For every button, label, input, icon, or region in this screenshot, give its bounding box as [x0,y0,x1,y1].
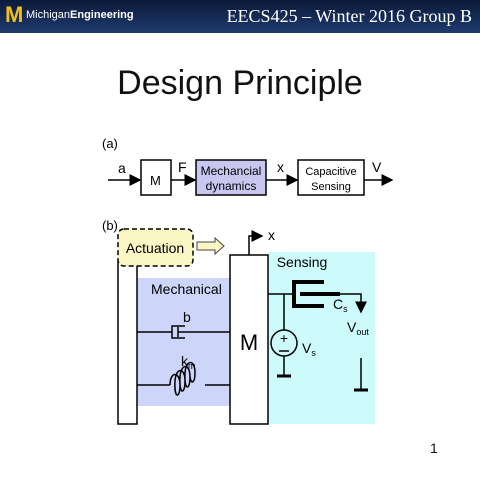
dynamics-label-2: dynamics [206,179,257,193]
signal-force: F [178,159,187,175]
dynamics-label-1: Mechancial [201,164,262,178]
damper-icon [171,325,185,339]
mechanical-label: Mechanical [151,281,222,297]
actuation-box [117,228,194,267]
cap-label: Cs [333,296,348,314]
vout-label: Vout [347,319,369,337]
signal-v: V [372,159,382,175]
vs-label: Vs [302,340,316,358]
mass-label-a: M [150,173,161,188]
mass-label-b: M [240,330,258,355]
signal-x: x [277,159,284,175]
vout-lead [340,293,367,314]
capacitor-icon [292,280,324,308]
mass-block-b [229,254,269,425]
actuation-label: Actuation [126,240,184,256]
frame-wall [117,261,138,425]
spring-label: km [181,353,196,371]
course-title: EECS425 – Winter 2016 Group B [226,6,472,26]
dynamics-block [195,159,267,196]
header-bar: M MichiganEngineering EECS425 – Winter 2… [0,0,480,33]
actuation-arrow-icon [196,236,225,256]
x-arrow [248,230,264,255]
label-a: (a) [102,136,118,151]
slide-title: Design Principle [117,64,363,102]
logo-text: MichiganEngineering [26,9,134,21]
label-b: (b) [102,218,118,233]
michigan-logo-icon: M [5,2,24,27]
mass-block-a [140,159,172,196]
vs-plus: + [280,330,288,346]
sensing-label: Sensing [277,254,328,270]
sensing-label-1: Capacitive [305,166,356,178]
sensing-block [297,159,365,196]
sensing-label-2: Sensing [311,181,351,193]
x-label: x [268,227,275,243]
page-number: 1 [430,440,438,456]
spring-icon [169,361,196,396]
signal-a: a [118,160,126,176]
damper-label: b [183,309,191,325]
